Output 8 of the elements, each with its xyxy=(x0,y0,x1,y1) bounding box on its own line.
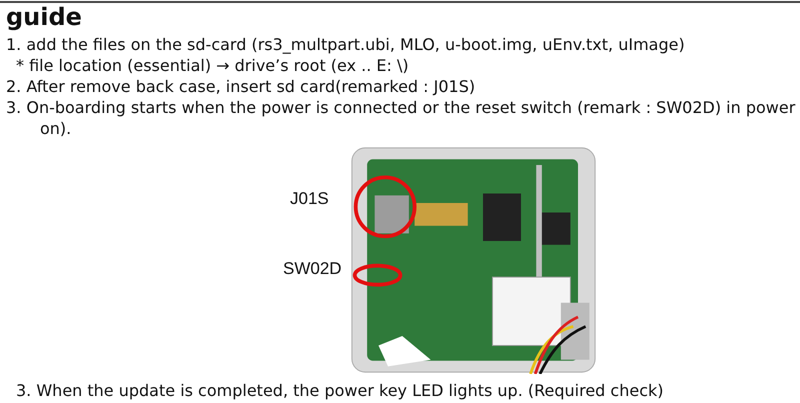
instruction-text: 1. add the files on the sd-card (rs3_multpart.ubi, MLO, u-boot.img, uEnv.txt, uImage) xyxy=(6,34,685,55)
note-text: * file location (essential) → drive’s root (ex .. E: \) xyxy=(16,55,409,76)
part-label: J01S xyxy=(290,188,329,209)
instruction-text: 2. After remove back case, insert sd card(remarked : J01S) xyxy=(6,76,476,97)
instruction-text: 3. On-boarding starts when the power is connected or the reset switch (remark : SW02D) in power on). xyxy=(6,97,796,139)
part-label: SW02D xyxy=(283,258,342,279)
instruction-text: 3. When the update is completed, the power key LED lights up. (Required check) xyxy=(16,380,664,401)
title: guide xyxy=(6,3,82,31)
